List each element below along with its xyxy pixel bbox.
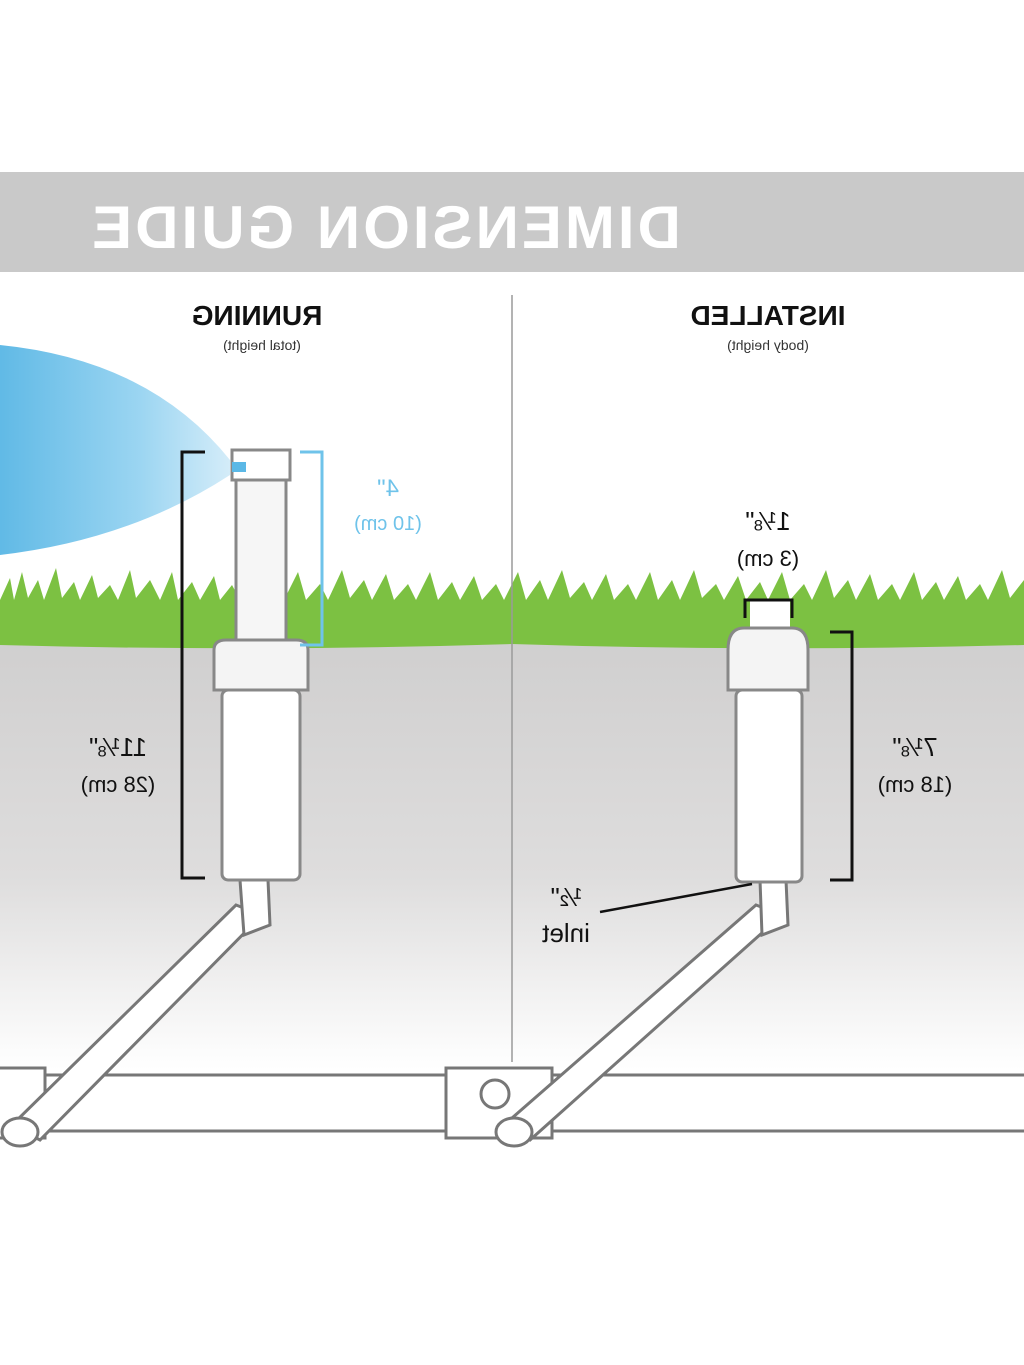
cap-inches-label: 1⅛" <box>745 506 790 536</box>
cap-height-bracket <box>743 598 794 618</box>
popup-height-bracket <box>300 450 324 647</box>
inlet-label: inlet <box>541 918 589 948</box>
body-cm-label: (18 cm) <box>878 772 953 797</box>
body-inches-label: 7⅛" <box>892 732 937 762</box>
popup-cm-label: (10 cm) <box>354 513 422 535</box>
title: DIMENSION GUIDE <box>89 194 681 261</box>
installed-sprinkler <box>726 600 810 884</box>
installed-heading: INSTALLED <box>690 300 845 331</box>
total-height-bracket <box>180 450 205 880</box>
running-swing-pipe <box>0 878 272 1148</box>
running-sprinkler <box>0 345 310 882</box>
inlet-leader-line <box>599 882 753 914</box>
water-spray <box>0 345 230 555</box>
popup-inches-label: 4" <box>377 475 399 502</box>
running-subheading: (total height) <box>223 337 301 353</box>
cap-cm-label: (3 cm) <box>737 546 799 571</box>
total-cm-label: (28 cm) <box>81 772 156 797</box>
running-heading: RUNNING <box>192 300 323 331</box>
inlet-size-label: ½" <box>551 882 582 912</box>
installed-subheading: (body height) <box>727 337 809 353</box>
total-inches-label: 11⅛" <box>89 732 147 762</box>
body-height-bracket <box>830 630 854 882</box>
title-banner <box>0 172 1024 272</box>
